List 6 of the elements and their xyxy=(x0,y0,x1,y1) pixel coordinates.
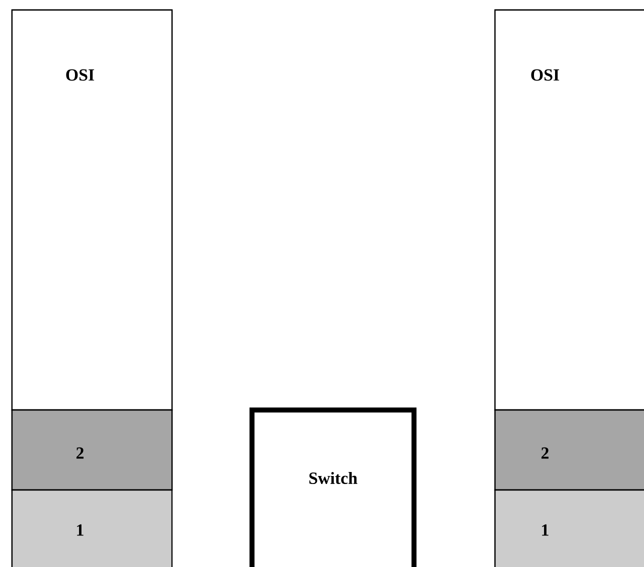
layer-box: 2 xyxy=(494,409,644,491)
layer-box: OSI xyxy=(494,9,644,411)
layer-box: 1 xyxy=(11,489,173,567)
layer-box: 2 xyxy=(11,409,173,491)
layer-box: 1 xyxy=(494,489,644,567)
switch-box: Switch xyxy=(250,408,416,567)
